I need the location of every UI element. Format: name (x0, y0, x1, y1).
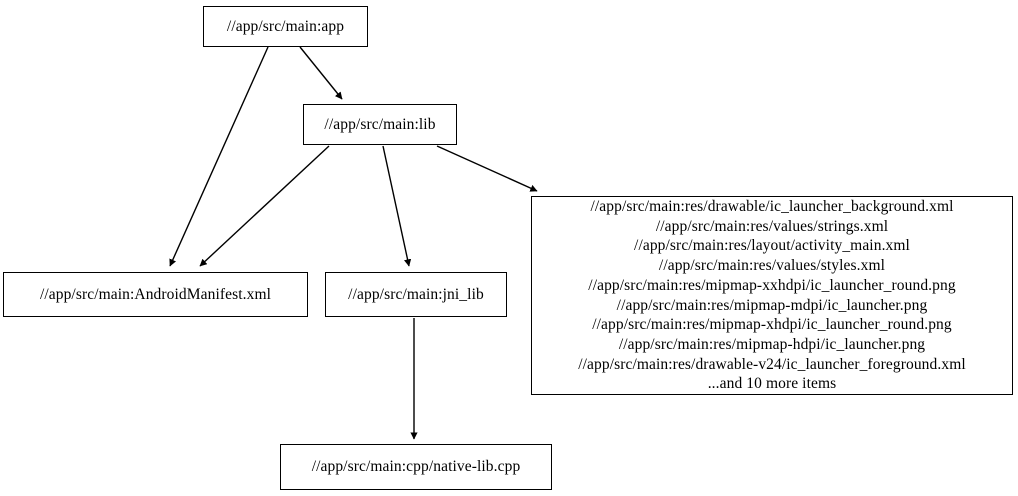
graph-node-app[interactable]: //app/src/main:app (203, 6, 368, 47)
graph-node-app-label: //app/src/main:app (226, 17, 345, 35)
edge-app-to-lib (299, 46, 343, 100)
graph-node-android-manifest[interactable]: //app/src/main:AndroidManifest.xml (3, 272, 308, 317)
edge-lib-to-jni-lib (382, 145, 412, 267)
graph-node-lib[interactable]: //app/src/main:lib (303, 104, 457, 145)
edge-app-to-manifest (169, 46, 269, 267)
graph-node-native-lib-cpp[interactable]: //app/src/main:cpp/native-lib.cpp (280, 444, 552, 490)
edge-lib-to-resources (436, 145, 538, 192)
edge-lib-to-manifest (199, 145, 330, 267)
graph-node-resources-group-label: //app/src/main:res/drawable/ic_launcher_… (578, 197, 966, 393)
graph-node-android-manifest-label: //app/src/main:AndroidManifest.xml (39, 285, 272, 303)
graph-node-native-lib-cpp-label: //app/src/main:cpp/native-lib.cpp (311, 458, 521, 476)
graph-node-lib-label: //app/src/main:lib (324, 115, 436, 133)
graph-node-resources-group[interactable]: //app/src/main:res/drawable/ic_launcher_… (531, 196, 1013, 395)
graph-node-jni-lib-label: //app/src/main:jni_lib (348, 285, 484, 303)
graph-node-jni-lib[interactable]: //app/src/main:jni_lib (325, 272, 507, 317)
